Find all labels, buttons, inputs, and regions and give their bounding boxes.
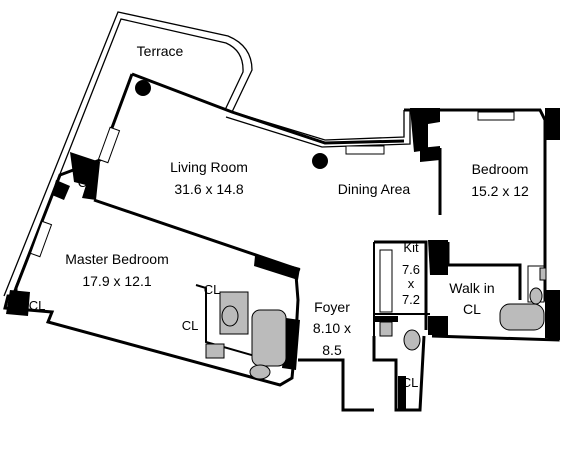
living-room-closet-label: CL xyxy=(78,175,95,190)
terrace-outline xyxy=(3,11,411,297)
walk-in-label-line1: Walk in xyxy=(449,280,494,296)
bedroom-bath-sink xyxy=(529,287,543,305)
dining-area-label: Dining Area xyxy=(338,181,411,197)
kitchen-dim-x: x xyxy=(408,276,415,291)
bedroom-dimensions: 15.2 x 12 xyxy=(471,183,529,199)
kitchen-dim-a: 7.6 xyxy=(402,262,420,277)
column xyxy=(135,80,151,96)
master-bath-closet-left-label: CL xyxy=(182,318,199,333)
master-bath-toilet xyxy=(205,343,225,359)
master-bath-tub xyxy=(251,309,287,367)
kitchen-dim-b: 7.2 xyxy=(402,292,420,307)
windows xyxy=(29,111,515,258)
powder-room-toilet xyxy=(379,321,393,337)
bedroom-bath-toilet xyxy=(539,267,547,281)
living-room-label: Living Room xyxy=(170,159,248,175)
wall-masses xyxy=(6,108,560,410)
walk-in-label-line2: CL xyxy=(463,301,481,317)
master-bath-closet-top-label: CL xyxy=(204,282,221,297)
bedroom-bath-tub xyxy=(499,303,545,331)
kitchen-label: Kit xyxy=(403,240,419,255)
foyer-dimensions-line1: 8.10 x xyxy=(313,320,351,336)
column xyxy=(312,153,328,169)
bedroom-label: Bedroom xyxy=(472,161,529,177)
master-bedroom-dimensions: 17.9 x 12.1 xyxy=(82,273,151,289)
powder-room-sink xyxy=(403,329,421,351)
foyer-dimensions-line2: 8.5 xyxy=(322,342,342,358)
terrace-label: Terrace xyxy=(137,43,184,59)
foyer-closet-label: CL xyxy=(402,375,419,390)
master-bath-sink xyxy=(221,305,239,327)
living-room-dimensions: 31.6 x 14.8 xyxy=(174,181,243,197)
master-bedroom-label: Master Bedroom xyxy=(65,251,168,267)
foyer-label: Foyer xyxy=(314,299,350,315)
kitchen-counter xyxy=(379,249,393,313)
master-bedroom-closet-label: CL xyxy=(29,298,46,313)
master-bath-toilet-bowl xyxy=(249,364,271,380)
room-labels: Terrace Living Room 31.6 x 14.8 Dining A… xyxy=(29,43,529,390)
bathroom-fixtures xyxy=(205,249,547,380)
